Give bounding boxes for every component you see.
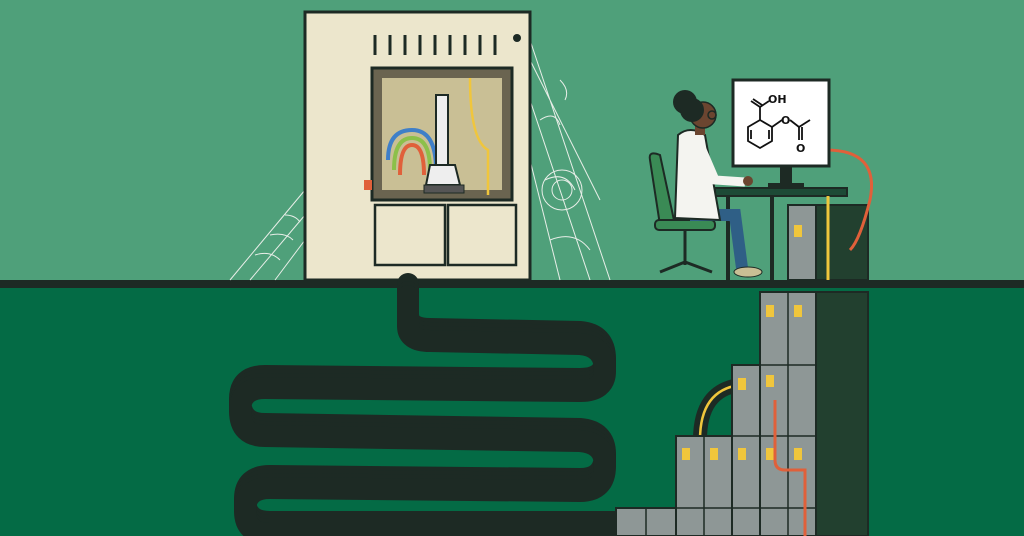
scientist [648,90,763,278]
aspirin-structure [747,98,811,150]
floor-line [0,280,1024,288]
hydroxyl-label: OH [768,93,787,106]
chair-back [648,152,677,226]
computer-monitor: OH O O [731,78,873,252]
fume-hood [303,10,532,282]
reactor-column [435,94,449,166]
ester-oxygen-label: O [781,114,790,127]
carbonyl-oxygen-label: O [796,142,805,155]
cobweb-left [229,189,306,281]
cobweb-right [529,39,611,281]
server-racks [615,204,869,536]
cabinet-door-right [446,203,518,267]
cabinet-door-left [373,203,447,267]
